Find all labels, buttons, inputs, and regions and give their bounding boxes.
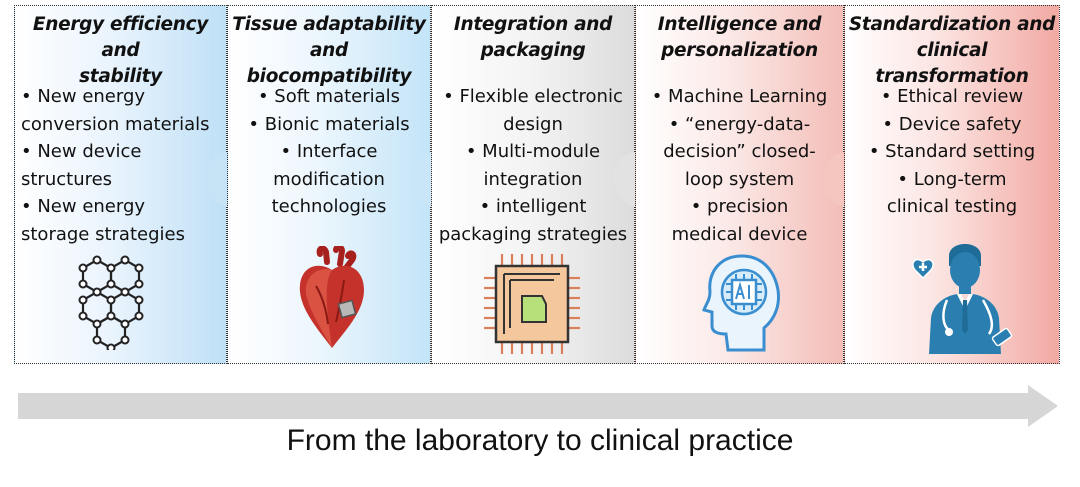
puzzle-panels: Energy efficiency and stability • New en… <box>14 5 1060 366</box>
bullet-line: • precision <box>690 196 789 217</box>
bullet-line: loop system <box>684 168 795 190</box>
chip-icon <box>484 254 580 354</box>
panel-title: Standardization and clinical transformat… <box>845 12 1059 90</box>
panel-title-line: clinical transformation <box>875 40 1029 87</box>
panel-integration-packaging: Integration and packaging • Flexible ele… <box>431 5 635 364</box>
bullet-line: integration <box>483 168 583 190</box>
graphene-hexagon-icon <box>78 255 144 350</box>
bullet-line: • New energy <box>21 196 146 217</box>
panel-tissue-adaptability: Tissue adaptability and biocompatibility… <box>227 5 431 364</box>
panel-intelligence-personalization: Intelligence and personalization • Machi… <box>635 5 844 364</box>
panel-title: Tissue adaptability and biocompatibility <box>228 12 430 90</box>
panel-standardization-clinical: Standardization and clinical transformat… <box>844 5 1060 364</box>
bullet-line: • Soft materials <box>257 86 401 107</box>
panel-title: Energy efficiency and stability <box>15 12 226 90</box>
panel-title-line: Integration and <box>453 14 613 35</box>
panel-title-line: and biocompatibility <box>246 40 412 87</box>
panel-energy-efficiency: Energy efficiency and stability • New en… <box>14 5 227 364</box>
bullet-line: design <box>503 113 563 135</box>
bullet-line: medical device <box>671 223 808 245</box>
right-arrow-icon <box>18 385 1058 427</box>
bullet-line: • Multi-module <box>465 141 601 162</box>
doctor-icon <box>912 244 1013 354</box>
bullet-list: • Machine Learning • “energy-data- decis… <box>636 83 843 248</box>
bullet-line: • New device <box>21 141 142 162</box>
panel-title: Integration and packaging <box>432 12 634 64</box>
bullet-line: • Flexible electronic <box>443 86 623 107</box>
bullet-line: • “energy-data- <box>668 113 811 135</box>
bullet-list: • Flexible electronic design • Multi-mod… <box>432 83 634 248</box>
bullet-line: modification <box>273 168 385 190</box>
panel-title-line: personalization <box>661 40 818 61</box>
caption: From the laboratory to clinical practice <box>286 424 794 457</box>
panel-title-line: Tissue adaptability <box>232 14 426 35</box>
bullet-line: • Ethical review <box>880 86 1024 107</box>
bullet-line: • Device safety <box>882 113 1022 135</box>
bullet-line: packaging strategies <box>438 223 628 245</box>
bullet-list: • Soft materials • Bionic materials • In… <box>228 83 430 221</box>
panel-title-line: Standardization and <box>848 14 1056 35</box>
heart-icon <box>299 246 364 348</box>
bullet-list: • Ethical review • Device safety • Stand… <box>845 83 1059 221</box>
bullet-line: • Bionic materials <box>248 113 410 135</box>
panel-title-line: packaging <box>480 40 586 61</box>
bullet-line: technologies <box>271 196 387 217</box>
panel-title-line: stability <box>79 66 162 87</box>
bullet-line: structures <box>21 168 113 190</box>
ai-head-icon <box>702 254 780 352</box>
panel-title: Intelligence and personalization <box>636 12 843 64</box>
bullet-line: • New energy <box>21 86 146 107</box>
bullet-line: storage strategies <box>21 223 185 245</box>
bullet-line: conversion materials <box>21 113 210 135</box>
bullet-line: clinical testing <box>886 196 1018 217</box>
bullet-line: • Interface <box>280 141 378 162</box>
bullet-line: • Long-term <box>897 168 1007 190</box>
bullet-line: • Machine Learning <box>651 86 828 107</box>
bullet-line: • intelligent <box>479 196 587 217</box>
bullet-line: decision” closed- <box>663 141 816 162</box>
panel-title-line: Energy efficiency and <box>32 14 209 61</box>
bullet-line: • Standard setting <box>868 141 1036 162</box>
bullet-list: • New energy conversion materials • New … <box>15 83 226 248</box>
panel-title-line: Intelligence and <box>657 14 822 35</box>
